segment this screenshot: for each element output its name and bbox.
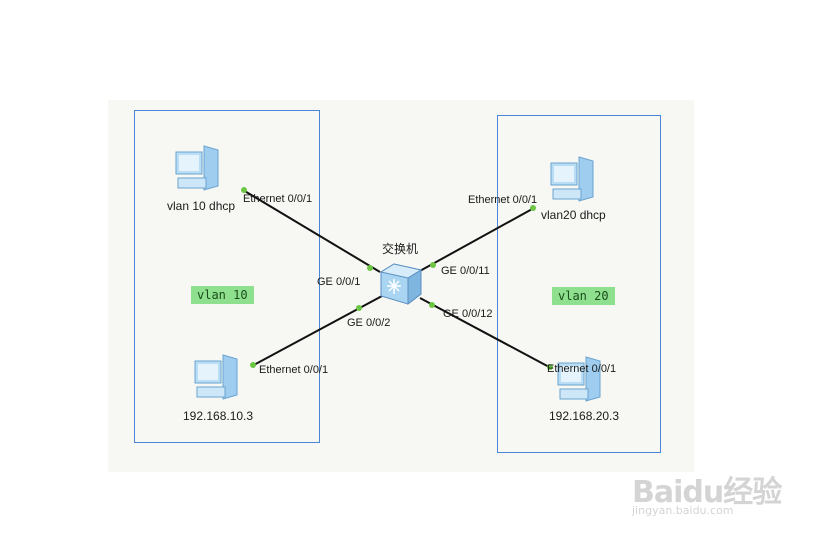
baidu-watermark-url: jingyan.baidu.com bbox=[632, 504, 734, 517]
host-port-label: Ethernet 0/0/1 bbox=[468, 194, 538, 206]
port-dot bbox=[429, 302, 435, 308]
port-dot bbox=[547, 364, 553, 370]
switch-label: 交换机 bbox=[382, 242, 419, 256]
port-dot bbox=[241, 187, 247, 193]
link-switch-vlan10-dhcp bbox=[242, 189, 381, 273]
host-port-label: Ethernet 0/0/1 bbox=[259, 364, 329, 376]
switch-port-label: GE 0/0/1 bbox=[317, 276, 361, 288]
switch-port-label: GE 0/0/12 bbox=[443, 308, 493, 320]
port-dot bbox=[530, 205, 536, 211]
port-dot bbox=[250, 362, 256, 368]
pc-icon bbox=[557, 356, 601, 402]
link-switch-vlan20-dhcp bbox=[417, 207, 535, 273]
host-port-label: Ethernet 0/0/1 bbox=[547, 363, 617, 375]
pc-icon bbox=[175, 145, 219, 191]
switch-port-label: GE 0/0/11 bbox=[441, 265, 490, 277]
vlan-10-box bbox=[134, 110, 320, 443]
pc-icon bbox=[194, 354, 238, 400]
vlan-10-tag: vlan 10 bbox=[191, 286, 254, 304]
link-switch-192-168-20-3 bbox=[419, 297, 552, 369]
port-dot bbox=[367, 265, 373, 271]
port-dot bbox=[430, 262, 436, 268]
host-label-vlan20-dhcp: vlan20 dhcp bbox=[541, 208, 606, 222]
vlan-20-box bbox=[497, 115, 661, 453]
baidu-watermark: Baidu经验 bbox=[632, 475, 782, 510]
link-switch-192-168-10-3 bbox=[251, 295, 383, 367]
switch-icon bbox=[379, 263, 423, 306]
pc-icon bbox=[550, 156, 594, 202]
port-dots bbox=[241, 187, 553, 370]
host-label-vlan10-dhcp: vlan 10 dhcp bbox=[167, 199, 236, 213]
host-label-192-168-10-3: 192.168.10.3 bbox=[183, 409, 254, 423]
host-port-label: Ethernet 0/0/1 bbox=[243, 193, 313, 205]
port-dot bbox=[356, 305, 362, 311]
vlan-20-tag: vlan 20 bbox=[552, 287, 615, 305]
host-label-192-168-20-3: 192.168.20.3 bbox=[549, 409, 620, 423]
switch-port-label: GE 0/0/2 bbox=[347, 317, 391, 329]
